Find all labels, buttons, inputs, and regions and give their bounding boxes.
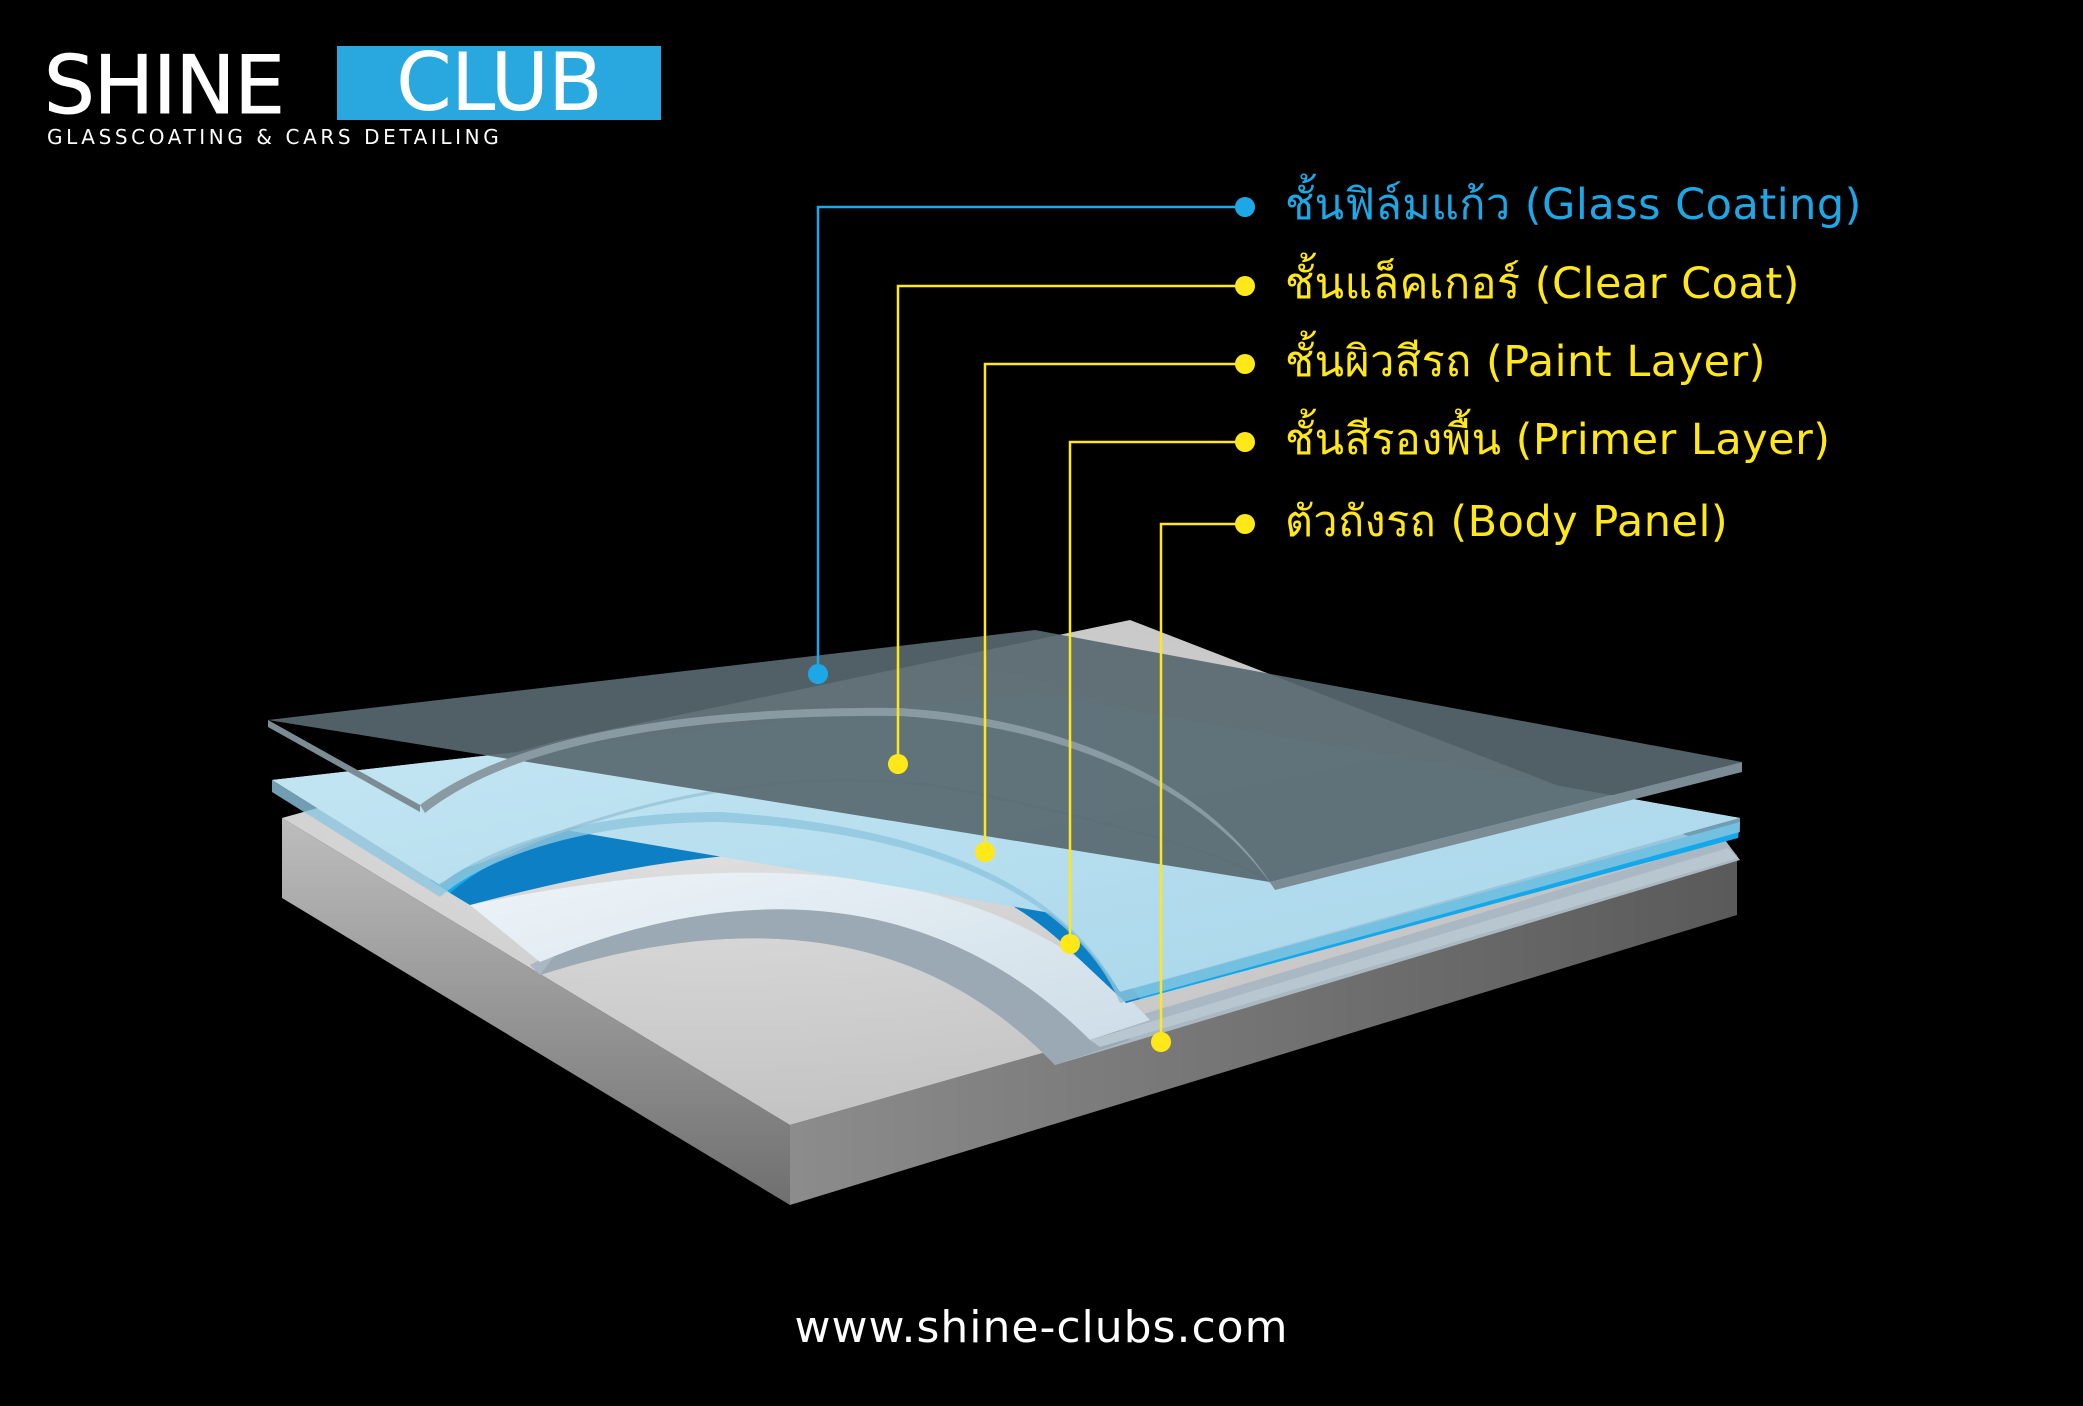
dot-body-panel-target xyxy=(1151,1032,1171,1052)
label-glass-coating: ชั้นฟิล์มแก้ว (Glass Coating) xyxy=(1285,180,1862,230)
logo-shine-text: SHINE xyxy=(44,39,286,132)
primer-layer xyxy=(470,840,1740,1065)
dot-glass-coating-target xyxy=(808,664,828,684)
callout-lines xyxy=(816,205,1245,1042)
callout-line-glass-coating xyxy=(816,205,1245,674)
body-panel-front-face xyxy=(282,818,790,1205)
shineclub-logo: SHINE CLUB GLASSCOATING & CARS DETAILING xyxy=(44,39,661,148)
label-body-panel: ตัวถังรถ (Body Panel) xyxy=(1285,497,1729,547)
dot-clear-coat-target xyxy=(888,754,908,774)
dot-primer-layer-target xyxy=(1060,934,1080,954)
callout-line-primer-layer xyxy=(1068,440,1245,944)
callout-dots xyxy=(808,197,1255,1052)
glass-coating-layer xyxy=(268,630,1742,890)
label-clear-coat: ชั้นแล็คเกอร์ (Clear Coat) xyxy=(1285,259,1800,309)
logo-club-box: CLUB xyxy=(337,36,661,129)
label-primer-layer: ชั้นสีรองพื้น (Primer Layer) xyxy=(1285,415,1831,465)
primer-top-band xyxy=(470,872,1150,1040)
logo-club-text: CLUB xyxy=(396,36,603,129)
body-panel-right-face xyxy=(790,855,1737,1205)
paint-band xyxy=(430,810,1740,1003)
dot-body-panel-label xyxy=(1235,514,1255,534)
glass-sheet xyxy=(268,630,1742,882)
dot-paint-layer-target xyxy=(975,842,995,862)
dot-glass-coating-label xyxy=(1235,197,1255,217)
callout-line-paint-layer xyxy=(983,362,1245,852)
label-paint-layer: ชั้นผิวสีรถ (Paint Layer) xyxy=(1285,337,1766,387)
callout-line-body-panel xyxy=(1159,522,1245,1042)
dot-primer-layer-label xyxy=(1235,432,1255,452)
dot-clear-coat-label xyxy=(1235,276,1255,296)
logo-tagline: GLASSCOATING & CARS DETAILING xyxy=(47,125,503,149)
callout-line-clear-coat xyxy=(896,284,1245,764)
website-url: www.shine-clubs.com xyxy=(794,1302,1289,1353)
dot-paint-layer-label xyxy=(1235,354,1255,374)
